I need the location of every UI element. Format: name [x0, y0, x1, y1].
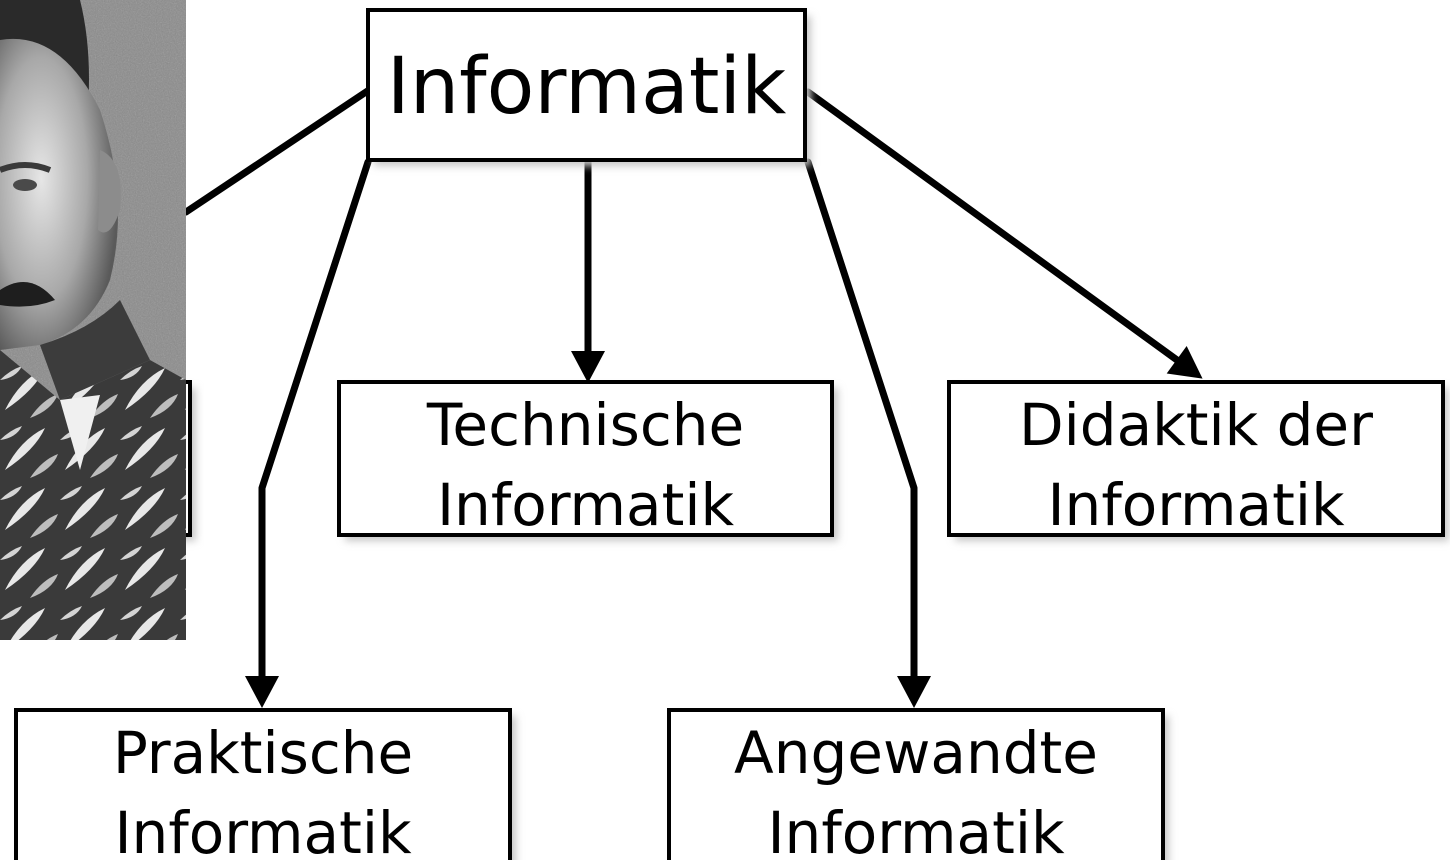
node-label: Informatik	[387, 42, 787, 132]
node-box	[947, 380, 1445, 537]
node-label-line-1: Praktische	[113, 719, 413, 787]
node-box	[14, 708, 512, 860]
portrait-photo-icon	[0, 0, 186, 640]
node-label-line-2: Informatik	[767, 799, 1064, 860]
edge-root-to-praktische	[258, 158, 372, 694]
node-label-line-1: Technische	[426, 391, 744, 459]
node-root: Informatik	[366, 8, 811, 166]
node-box	[366, 8, 807, 162]
arrowhead-didaktik	[1166, 346, 1203, 379]
edge-root-to-didaktik	[804, 88, 1192, 372]
node-box	[667, 708, 1165, 860]
edge-root-to-hidden_left	[182, 84, 376, 216]
edge-root-to-angewandte	[804, 158, 918, 694]
node-label-line-2: Informatik	[114, 799, 411, 860]
node-label-line-2: Informatik	[437, 471, 734, 539]
arrowhead-technische	[571, 351, 605, 383]
node-label-line-1: Angewandte	[734, 719, 1098, 787]
edges	[182, 84, 1203, 708]
arrowhead-praktische	[245, 676, 279, 708]
node-box	[337, 380, 834, 537]
node-label-line-2: Informatik	[1047, 471, 1344, 539]
arrowhead-angewandte	[897, 676, 931, 708]
node-label-line-1: Didaktik der	[1019, 391, 1373, 459]
